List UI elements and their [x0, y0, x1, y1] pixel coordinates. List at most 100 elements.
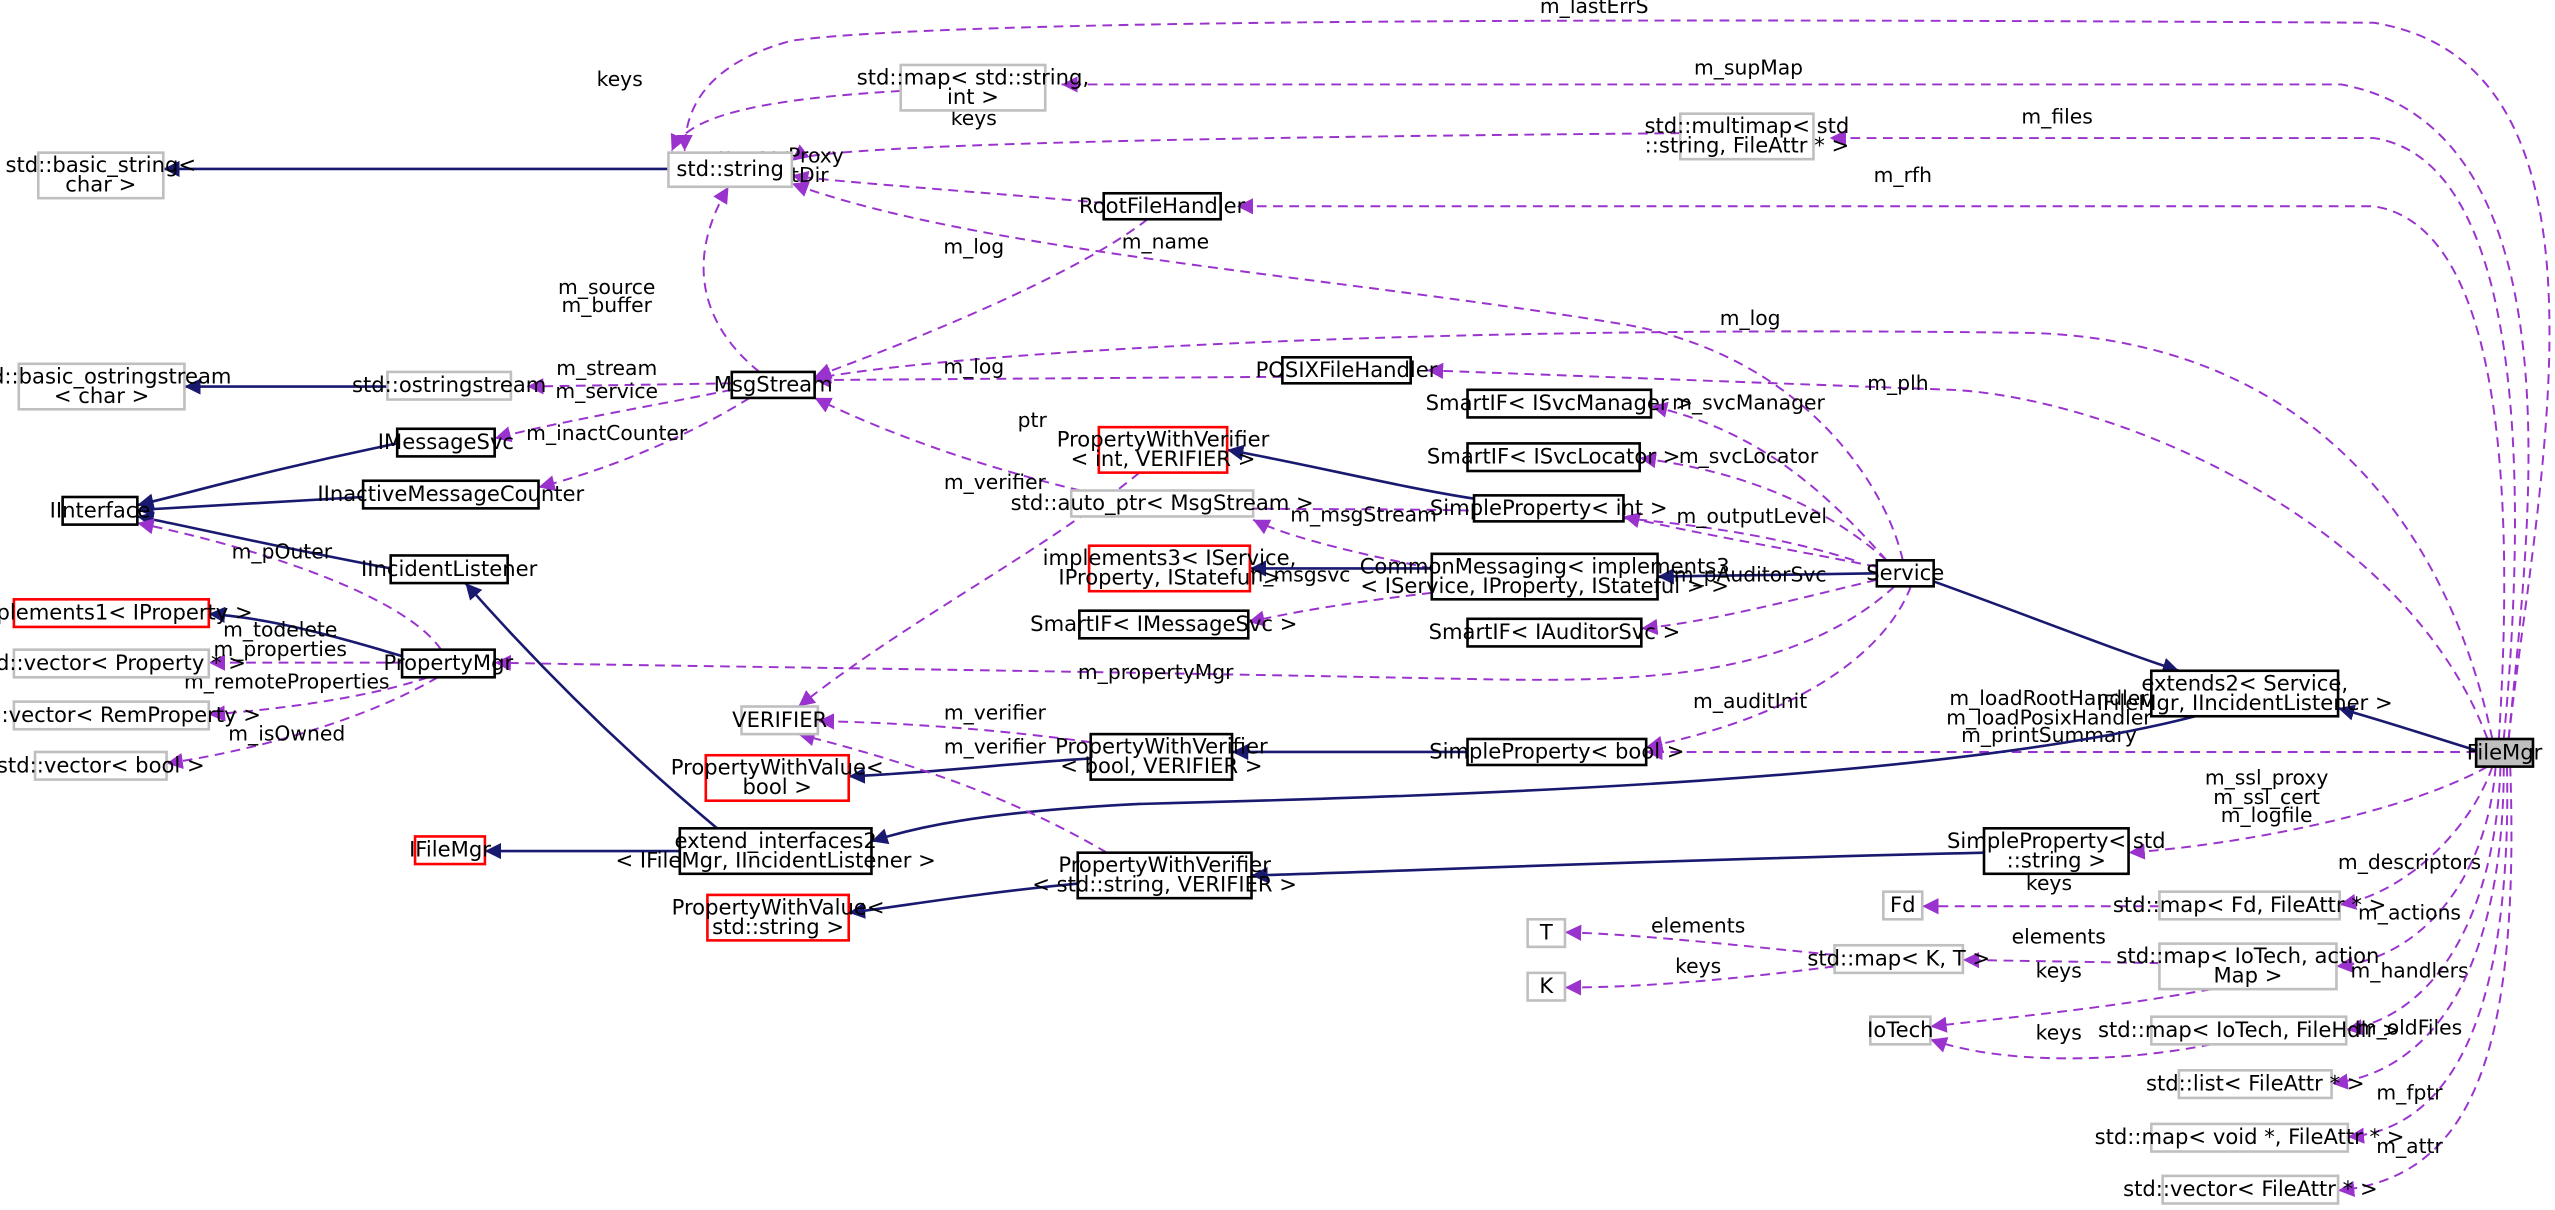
node-label: SmartIF< ISvcManager > [1426, 390, 1693, 415]
node-service[interactable]: Service [1866, 559, 1944, 588]
edge-label: m_ssl_cert [2213, 785, 2320, 810]
svclocator-edge: m_svcLocator [1639, 444, 1888, 562]
node-box [2161, 1174, 2340, 1205]
edge-label: m_verifier [944, 470, 1047, 495]
edge-path [791, 132, 1681, 162]
node-imessagesvc[interactable]: IMessageSvc [378, 427, 514, 458]
node-basic-ostringstream[interactable]: std::basic_ostringstream< char > [0, 362, 231, 411]
node-vec-bool[interactable]: std::vector< bool > [0, 750, 205, 781]
node-box [1472, 494, 1625, 523]
extends2-filemgr-edge [2337, 704, 2477, 752]
node-extends2[interactable]: extends2< Service,IFileMgr, IIncidentLis… [2097, 669, 2393, 718]
node-ostringstream[interactable]: std::ostringstream [352, 370, 546, 401]
node-box [17, 362, 186, 411]
node-fd[interactable]: Fd [1882, 890, 1924, 921]
node-label: IInterface [50, 497, 151, 522]
node-label: RootFileHandler [1079, 193, 1246, 218]
node-box [1069, 489, 1255, 518]
node-box [2149, 1015, 2348, 1046]
node-simpleproperty-int[interactable]: SimpleProperty< int > [1430, 494, 1668, 523]
imsgsvc-iint-edge [137, 442, 398, 510]
node-k[interactable]: K [1526, 971, 1567, 1002]
node-propertymgr[interactable]: PropertyMgr [384, 648, 514, 679]
edge-label: keys [2036, 1020, 2082, 1044]
node-implements3[interactable]: implements3< IService,IProperty, IStatef… [1043, 544, 1297, 593]
edge-path [1252, 518, 1432, 570]
edge-label: m_descriptors [2338, 850, 2481, 875]
node-rootfilehandler[interactable]: RootFileHandler [1079, 191, 1246, 221]
node-pwval-string[interactable]: PropertyWithValue<std::string > [672, 893, 885, 942]
edge-path [1650, 401, 1888, 561]
node-iinactivemessagecounter[interactable]: IInactiveMessageCounter [317, 479, 585, 510]
node-box [704, 753, 851, 803]
node-vec-remproperty[interactable]: std::vector< RemProperty > [0, 700, 261, 731]
node-basic-string[interactable]: std::basic_string<char > [6, 151, 197, 200]
node-box [1089, 732, 1234, 781]
action-keys-edge: keys [1930, 959, 2212, 1033]
node-multimap[interactable]: std::multimap< std::string, FileAttr * > [1644, 112, 1849, 161]
edge-label: m_fptr [2376, 1081, 2443, 1106]
actions-edge: m_actions [2336, 766, 2497, 973]
node-pwv-bool[interactable]: PropertyWithVerifier< bool, VERIFIER > [1055, 732, 1268, 781]
node-pwv-int[interactable]: PropertyWithVerifier< int, VERIFIER > [1057, 425, 1270, 474]
node-iotech[interactable]: IoTech [1867, 1015, 1934, 1046]
spint-pwvint-edge [1226, 444, 1475, 500]
node-t[interactable]: T [1526, 917, 1567, 949]
node-string[interactable]: std::string [667, 151, 794, 189]
edge-path [2128, 765, 2488, 860]
node-smartif-imessagesvc[interactable]: SmartIF< IMessageSvc > [1030, 609, 1297, 640]
node-filemgr[interactable]: FileMgr [2467, 737, 2543, 768]
node-msgstream[interactable]: MsgStream [714, 370, 833, 400]
node-simpleproperty-bool[interactable]: SimpleProperty< bool > [1429, 737, 1685, 767]
node-label: POSIXFileHandler [1256, 357, 1438, 382]
node-map-kt[interactable]: std::map< K, T > [1807, 943, 1990, 975]
edge-path [1236, 198, 2506, 740]
node-posixfilehandler[interactable]: POSIXFileHandler [1256, 356, 1438, 385]
node-smartif-isvclocator[interactable]: SmartIF< ISvcLocator > [1427, 442, 1680, 473]
node-map-string-int[interactable]: std::map< std::string,int > [857, 63, 1089, 112]
kt-keys-edge: keys [1564, 954, 1835, 996]
edge-path [1248, 591, 1432, 627]
node-iincidentlistener[interactable]: IIncidentListener [361, 554, 538, 585]
node-commonmessaging[interactable]: CommonMessaging< implements3< IService, … [1360, 552, 1730, 601]
edge-label: m_ssl_proxy [2205, 765, 2328, 790]
edge-label: m_verifier [944, 701, 1047, 726]
node-smartif-iauditorsvc[interactable]: SmartIF< IAuditorSvc > [1429, 617, 1681, 648]
inactcounter-edge: m_inactCounter [526, 397, 751, 492]
node-verifier[interactable]: VERIFIER [732, 705, 828, 736]
edge-path [208, 606, 403, 658]
node-pwv-string[interactable]: PropertyWithVerifier< std::string, VERIF… [1032, 851, 1297, 900]
remote-edge: m_remoteProperties [184, 670, 429, 722]
node-label: std::string [676, 156, 784, 181]
node-map-iotech-filehdlr[interactable]: std::map< IoTech, FileHdlr > [2098, 1015, 2400, 1046]
node-label: < IFileMgr, IIncidentListener > [615, 847, 935, 872]
node-label: ::string > [2007, 847, 2106, 872]
pwvstr-verifier-edge [798, 730, 1108, 854]
node-map-void[interactable]: std::map< void *, FileAttr * > [2095, 1122, 2405, 1153]
node-extend-interfaces2[interactable]: extend_interfaces2< IFileMgr, IIncidentL… [615, 827, 936, 876]
node-map-fd[interactable]: std::map< Fd, FileAttr * > [2113, 890, 2386, 921]
node-box [389, 554, 509, 585]
node-label: PropertyWithValue< [672, 894, 885, 919]
node-vec-property[interactable]: std::vector< Property * > [0, 648, 246, 679]
edge-label: m_files [2021, 104, 2092, 129]
node-box [1526, 971, 1567, 1002]
node-smartif-isvcmanager[interactable]: SmartIF< ISvcManager > [1426, 388, 1693, 419]
rfh-edge: m_rfh [1236, 163, 2506, 740]
node-iinterface[interactable]: IInterface [50, 495, 151, 526]
edge-path [791, 181, 1904, 561]
node-list-fileattr[interactable]: std::list< FileAttr * > [2146, 1069, 2365, 1100]
node-vec-fileattr[interactable]: std::vector< FileAttr * > [2123, 1174, 2378, 1205]
edge-path [1564, 924, 1835, 956]
node-ifilemgr[interactable]: IFileMgr [409, 835, 491, 866]
node-label: SimpleProperty< bool > [1429, 738, 1684, 763]
node-simpleproperty-string[interactable]: SimpleProperty< std::string > [1947, 827, 2166, 876]
node-auto-ptr[interactable]: std::auto_ptr< MsgStream > [1011, 489, 1314, 518]
node-pwval-bool[interactable]: PropertyWithValue<bool > [671, 753, 884, 803]
edge-path [670, 89, 901, 152]
node-implements1[interactable]: implements1< IProperty > [0, 598, 253, 629]
node-box [1869, 1015, 1932, 1046]
edge-label: m_supMap [1694, 56, 1803, 81]
node-label: Service [1866, 560, 1944, 585]
